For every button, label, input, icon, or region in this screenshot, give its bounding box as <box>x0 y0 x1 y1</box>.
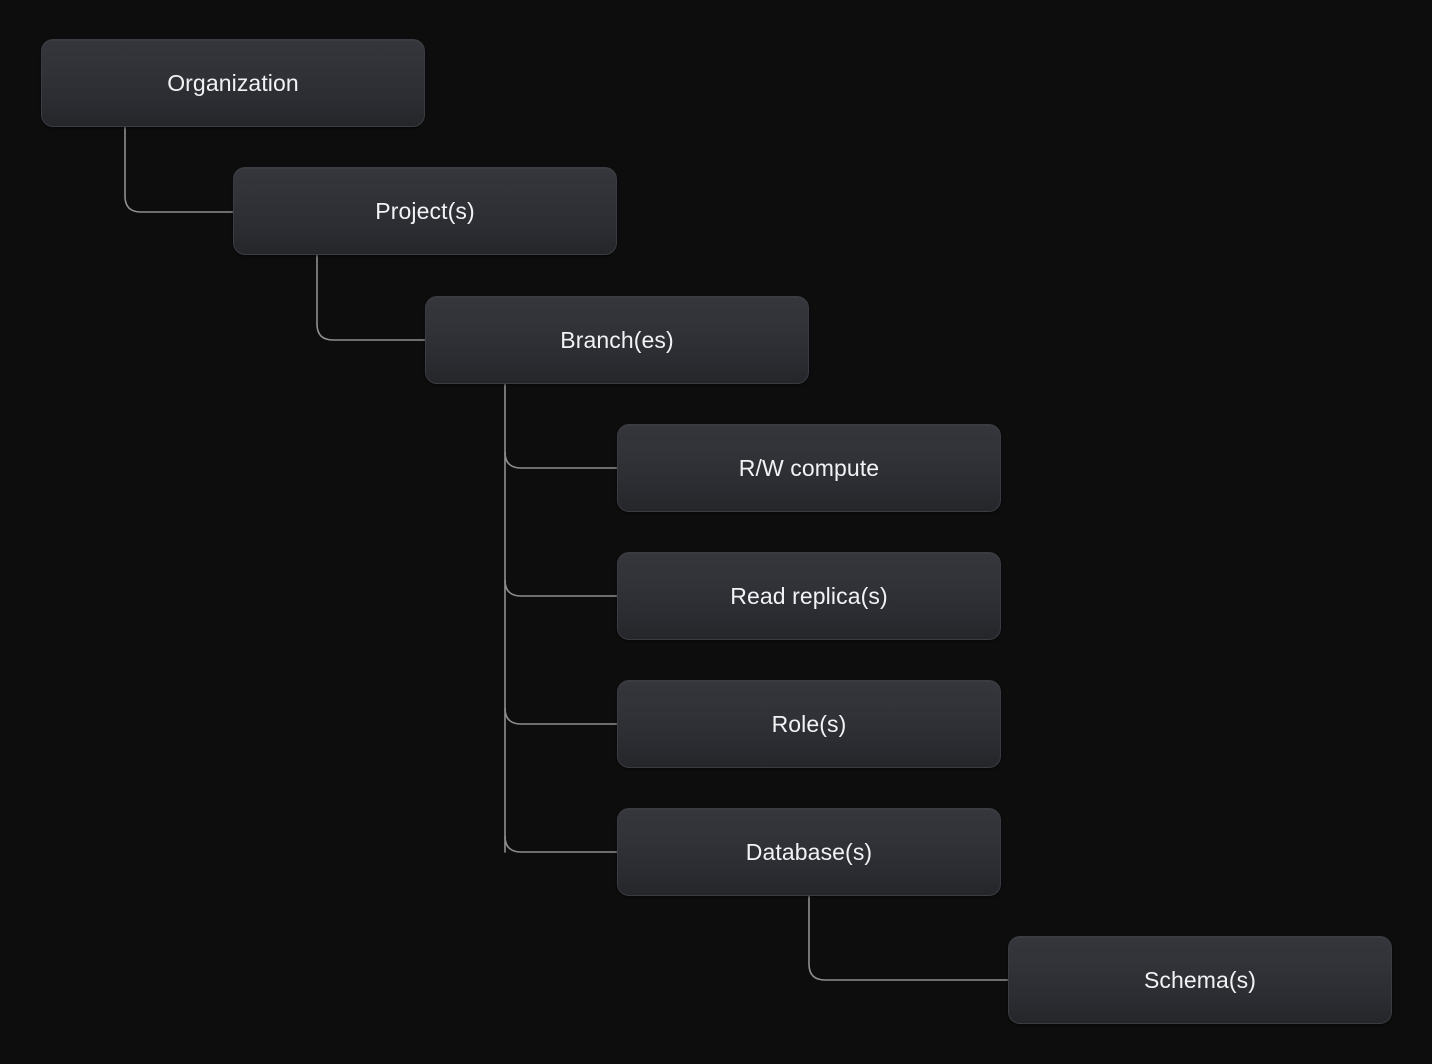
node-database-label: Database(s) <box>745 838 873 865</box>
edge-branch-to-read-replica <box>504 579 618 597</box>
node-organization-label: Organization <box>167 69 299 96</box>
edge-database-to-schema <box>808 895 1009 981</box>
node-project-label: Project(s) <box>375 197 475 224</box>
node-branch[interactable]: Branch(es) <box>425 296 809 384</box>
edge-branch-to-database <box>504 835 618 853</box>
node-organization[interactable]: Organization <box>41 39 425 127</box>
edge-branch-to-role <box>504 707 618 725</box>
node-schema-label: Schema(s) <box>1143 966 1257 993</box>
edge-branch-to-rw-compute <box>504 451 618 469</box>
node-database[interactable]: Database(s) <box>617 808 1001 896</box>
node-read-replica[interactable]: Read replica(s) <box>617 552 1001 640</box>
node-project[interactable]: Project(s) <box>233 167 617 255</box>
node-role[interactable]: Role(s) <box>617 680 1001 768</box>
node-read-replica-label: Read replica(s) <box>730 582 888 609</box>
edge-organization-to-project <box>124 126 234 213</box>
node-role-label: Role(s) <box>771 710 847 737</box>
node-branch-label: Branch(es) <box>560 326 674 353</box>
edge-project-to-branch <box>316 254 426 341</box>
node-rw-compute[interactable]: R/W compute <box>617 424 1001 512</box>
node-schema[interactable]: Schema(s) <box>1008 936 1392 1024</box>
node-rw-compute-label: R/W compute <box>738 454 880 481</box>
